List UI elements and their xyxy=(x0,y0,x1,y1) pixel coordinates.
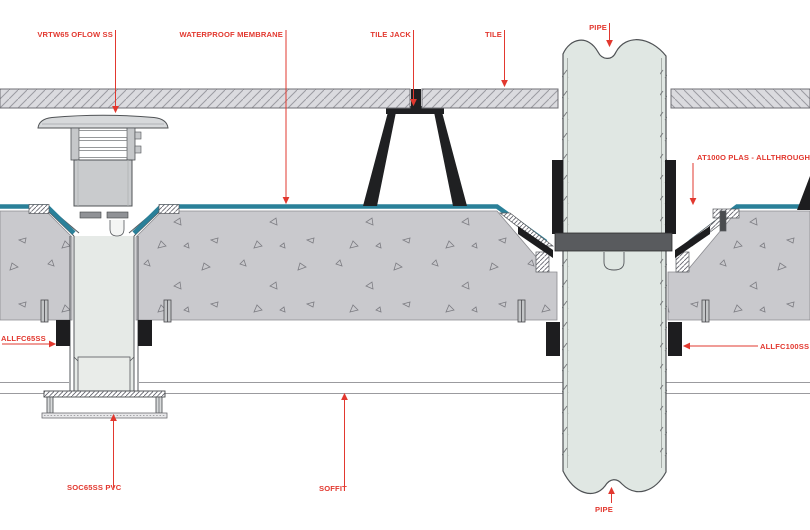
arrow-allfc65 xyxy=(49,340,57,348)
vent-post-right xyxy=(126,127,136,161)
weep-notch xyxy=(603,252,625,271)
pipe-edge-ticks-right xyxy=(660,60,667,466)
pipe xyxy=(517,39,710,495)
arrow-tile-jack xyxy=(410,99,417,107)
label-oflow: VRTW65 OFLOW SS xyxy=(37,30,113,39)
drain-socket xyxy=(77,356,131,392)
label-membrane: WATERPROOF MEMBRANE xyxy=(179,30,283,39)
pipe-body xyxy=(562,39,667,495)
pipe-edge-ticks-left xyxy=(562,60,569,466)
label-soc65: SOC65SS PVC xyxy=(67,483,122,492)
drain-clamp-ring xyxy=(79,211,129,237)
overflow-vent xyxy=(37,114,169,207)
label-allfc65: ALLFC65SS xyxy=(1,334,46,343)
anchor-bolts xyxy=(40,299,172,323)
fire-collar-100-right xyxy=(668,322,682,356)
pipe-clamp-collar xyxy=(554,232,673,252)
arrow-pipe-bottom xyxy=(608,486,615,494)
arrow-membrane xyxy=(282,197,290,205)
label-pipe-top: PIPE xyxy=(589,23,607,32)
tile-layer xyxy=(0,88,810,109)
arrow-pipe-top xyxy=(606,40,613,48)
fire-collar-right xyxy=(138,320,152,346)
arrow-tile xyxy=(501,80,508,88)
label-soffit: SOFFIT xyxy=(319,484,347,493)
socket-flange xyxy=(43,390,166,398)
label-allfc100: ALLFC100SS xyxy=(760,342,809,351)
pipe-anchor-bolts xyxy=(517,299,710,323)
soffit-lining xyxy=(0,382,810,394)
fire-collar-100-left xyxy=(546,322,560,356)
socket-chamfer xyxy=(73,356,135,362)
label-pipe-bottom: PIPE xyxy=(595,505,613,514)
concrete-slab xyxy=(0,210,810,321)
drain-assembly xyxy=(40,210,172,419)
arrow-soc65 xyxy=(110,413,117,421)
flashing-wedge-left xyxy=(518,226,553,258)
flange-bolts xyxy=(46,396,163,414)
label-allthrough: AT100O PLAS - ALLTHROUGH xyxy=(697,153,810,162)
vent-louvers xyxy=(78,130,128,158)
arrow-oflow xyxy=(112,106,119,114)
vent-cap xyxy=(37,114,169,129)
allthrough-bar-right xyxy=(665,160,676,234)
label-tile: TILE xyxy=(485,30,502,39)
edge-upstand-wedge xyxy=(797,176,810,210)
arrow-allfc100 xyxy=(682,342,690,350)
annotation-leaders xyxy=(2,23,758,503)
annotation-texts: VRTW65 OFLOW SS WATERPROOF MEMBRANE TILE… xyxy=(1,23,810,514)
vent-brackets xyxy=(134,131,142,154)
label-tile-jack: TILE JACK xyxy=(370,30,411,39)
tile-jack xyxy=(363,89,467,206)
fire-collar-left xyxy=(56,320,70,346)
vent-post-left xyxy=(70,127,80,161)
flashing-wedge-right xyxy=(675,226,710,258)
vent-body xyxy=(73,159,133,207)
arrow-allthrough xyxy=(689,198,697,206)
arrow-soffit xyxy=(341,392,348,400)
allthrough-bar-left xyxy=(552,160,563,234)
